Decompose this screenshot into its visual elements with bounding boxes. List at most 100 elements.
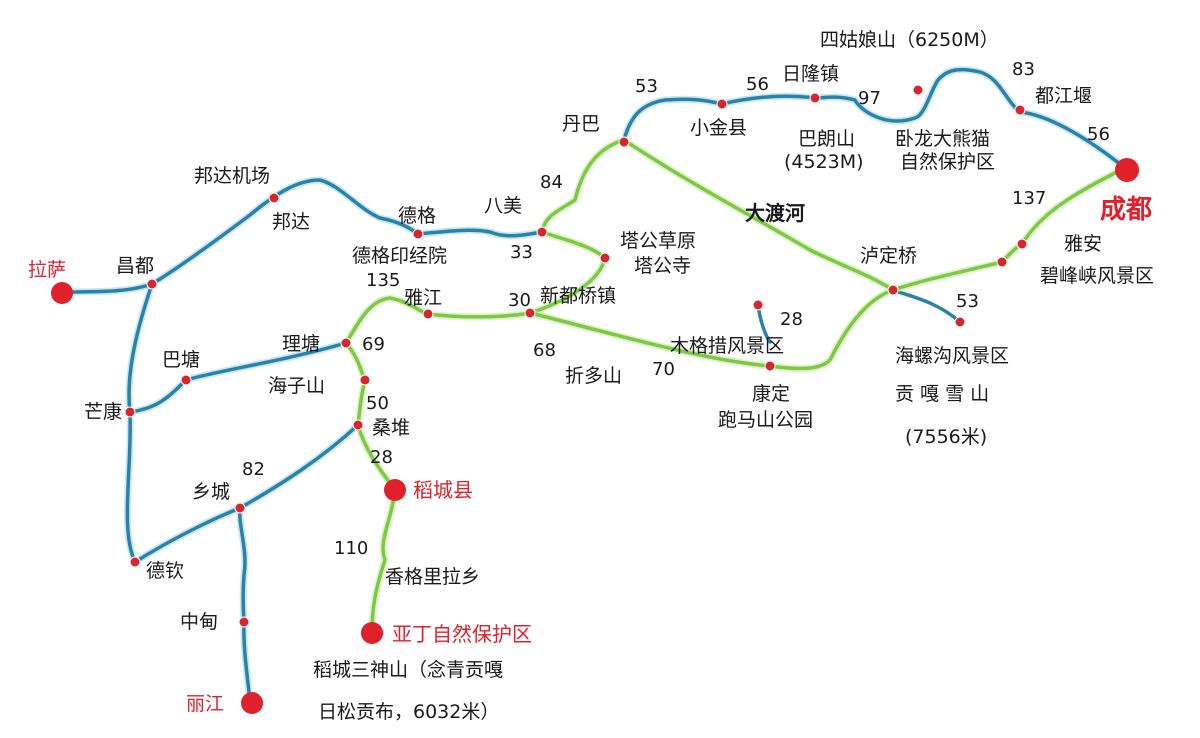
- marker-lhasa: [51, 282, 73, 304]
- label-tagong-2: 塔公寺: [634, 255, 691, 277]
- label-kangding: 康定: [752, 383, 790, 405]
- label-dujiangyan: 都江堰: [1035, 85, 1092, 107]
- distance-label: 70: [652, 359, 675, 380]
- distance-label: 97: [858, 88, 881, 109]
- south-route-lines: [342, 136, 1129, 636]
- label-bifengxia: 碧峰峡风景区: [1040, 265, 1154, 287]
- marker-yading: [361, 622, 383, 644]
- label-chengdu: 成都: [1100, 195, 1152, 225]
- label-sangdui: 桑堆: [372, 417, 410, 439]
- distance-label: 50: [366, 393, 389, 414]
- marker-dege: [412, 228, 424, 240]
- label-dege-press: 德格印经院: [352, 245, 447, 267]
- distance-label: 84: [540, 172, 563, 193]
- small-markers: [124, 84, 1028, 628]
- label-tagong-1: 塔公草原: [620, 230, 696, 252]
- label-bamei: 八美: [484, 195, 522, 217]
- marker-siguniang: [912, 84, 924, 96]
- marker-xiaojin: [716, 98, 728, 110]
- label-daocheng: 稻城县: [413, 478, 473, 502]
- marker-mangkang: [124, 406, 136, 418]
- label-zhongdian: 中甸: [180, 611, 218, 633]
- marker-tagong: [599, 252, 611, 264]
- label-yajiang: 雅江: [404, 287, 442, 309]
- label-balang-alt: (4523M): [784, 151, 864, 173]
- label-wolong-1: 卧龙大熊猫: [895, 128, 990, 150]
- label-litang: 理塘: [282, 333, 320, 355]
- distance-label: 68: [533, 340, 556, 361]
- label-danba: 丹巴: [562, 113, 600, 135]
- distance-label: 83: [1012, 59, 1035, 80]
- label-hailuogou: 海螺沟风景区: [895, 345, 1009, 367]
- marker-rilong: [809, 92, 821, 104]
- label-mangkang: 芒康: [84, 401, 122, 423]
- marker-hailuogou: [954, 316, 966, 328]
- marker-bifeng: [1016, 238, 1028, 250]
- marker-haizi: [359, 374, 371, 386]
- distance-label: 33: [510, 242, 533, 263]
- label-mugecuo: 木格措风景区: [670, 335, 784, 357]
- distance-label: 28: [780, 309, 803, 330]
- label-dege: 德格: [398, 205, 436, 227]
- marker-bamei: [536, 226, 548, 238]
- label-rilong: 日隆镇: [782, 63, 839, 85]
- marker-kangding: [764, 360, 776, 372]
- distance-label: 56: [746, 74, 769, 95]
- marker-lijiang: [241, 692, 263, 714]
- distance-label: 82: [242, 459, 265, 480]
- label-haizi: 海子山: [268, 375, 325, 397]
- label-batang: 巴塘: [162, 349, 200, 371]
- label-lhasa: 拉萨: [28, 259, 66, 281]
- distance-label: 56: [1087, 124, 1110, 145]
- marker-sangdui: [352, 419, 364, 431]
- marker-deqin: [129, 556, 141, 568]
- marker-zhongdian: [238, 616, 250, 628]
- marker-mugecuo: [752, 299, 764, 311]
- label-paoma: 跑马山公园: [718, 409, 813, 431]
- marker-yajiang: [422, 308, 434, 320]
- distance-label: 69: [362, 334, 385, 355]
- place-labels: 四姑娘山（6250M） 日隆镇 都江堰 丹巴 小金县 巴朗山 (4523M) 卧…: [84, 29, 1154, 723]
- label-changdu: 昌都: [116, 255, 154, 277]
- label-yading: 亚丁自然保护区: [392, 622, 532, 646]
- major-markers: [51, 158, 1139, 714]
- marker-yaan: [996, 256, 1008, 268]
- label-deqin: 德钦: [146, 560, 184, 582]
- label-zheduo: 折多山: [565, 365, 622, 387]
- marker-xinduqiao: [524, 307, 536, 319]
- label-yaan: 雅安: [1064, 233, 1102, 255]
- distance-labels: 53 56 97 83 56 84 33 137 135 30 28 53 69…: [242, 59, 1110, 559]
- label-wolong-2: 自然保护区: [900, 151, 995, 173]
- label-gongga-1: 贡 嘎 雪 山: [895, 383, 989, 405]
- label-bangda-airport: 邦达机场: [194, 165, 270, 187]
- label-sanshen-1: 稻城三神山（念青贡嘎: [313, 658, 503, 681]
- distance-label: 110: [334, 538, 368, 559]
- distance-label: 137: [1012, 188, 1046, 209]
- label-gongga-2: (7556米): [905, 426, 987, 448]
- label-luding: 泸定桥: [860, 245, 917, 267]
- label-balang: 巴朗山: [798, 128, 855, 150]
- marker-chengdu: [1115, 158, 1139, 182]
- marker-daocheng: [384, 479, 406, 501]
- marker-litang: [340, 337, 352, 349]
- major-labels: 成都 拉萨 丽江 稻城县 亚丁自然保护区: [28, 195, 1152, 715]
- label-xinduqiao: 新都桥镇: [540, 285, 616, 307]
- distance-label: 28: [370, 447, 393, 468]
- distance-label: 135: [366, 270, 400, 291]
- marker-bangda: [268, 192, 280, 204]
- label-xiaojin: 小金县: [690, 117, 747, 139]
- marker-changdu: [146, 278, 158, 290]
- label-xiangcheng: 乡城: [192, 481, 230, 503]
- marker-luding: [887, 284, 899, 296]
- label-siguniang: 四姑娘山（6250M）: [820, 29, 999, 51]
- distance-label: 53: [635, 76, 658, 97]
- marker-batang: [180, 374, 192, 386]
- label-dadu-river: 大渡河: [745, 201, 805, 225]
- label-lijiang: 丽江: [186, 693, 224, 715]
- distance-label: 53: [956, 291, 979, 312]
- marker-dujiangyan: [1014, 104, 1026, 116]
- label-shangrila: 香格里拉乡: [385, 566, 480, 588]
- marker-xiangcheng: [234, 502, 246, 514]
- label-bangda: 邦达: [272, 211, 310, 233]
